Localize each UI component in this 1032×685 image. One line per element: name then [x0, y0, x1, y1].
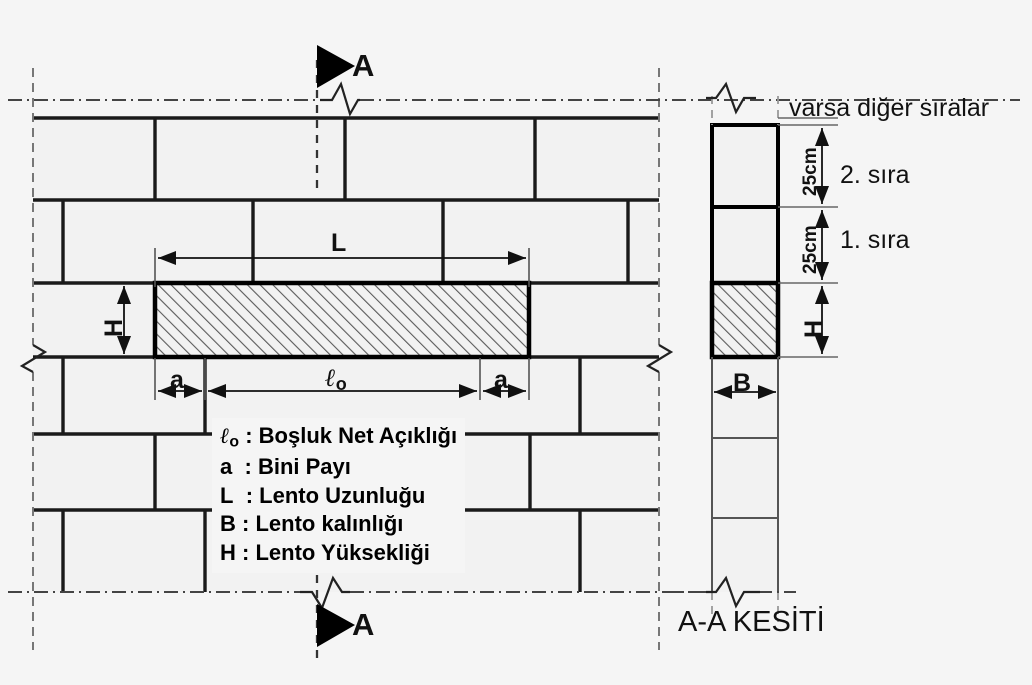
legend-text: Lento kalınlığı [255, 511, 404, 537]
legend-text: Boşluk Net Açıklığı [258, 423, 458, 448]
legend-item: ℓo : Boşluk Net Açıklığı [220, 422, 457, 453]
legend-text: Bini Payı [257, 454, 351, 480]
dimension-row2-height-label: 25cm [800, 147, 821, 196]
legend-text: Lento Yüksekliği [255, 539, 430, 565]
wall-break-lines [32, 68, 660, 650]
legend-text: Lento Uzunluğu [259, 482, 426, 508]
row1-label: 1. sıra [840, 226, 910, 254]
section-arrow-top [317, 45, 355, 88]
dimension-B-label: B [733, 369, 752, 397]
elevation-wall [33, 116, 659, 592]
dimension-a-lo-a [154, 358, 530, 400]
legend-symbol: H [220, 539, 236, 565]
legend-item: L : Lento Uzunluğu [220, 482, 457, 511]
legend-symbol: ℓ [220, 423, 230, 448]
legend-symbol-sub: o [229, 433, 240, 451]
legend-symbol: L [220, 482, 234, 508]
legend-symbol: B [220, 511, 236, 537]
legend-box: ℓo : Boşluk Net Açıklığı a : Bini Payı L… [212, 418, 466, 574]
legend-item: a : Bini Payı [220, 453, 457, 482]
legend-separator: : [242, 539, 250, 565]
section-title: A-A KESİTİ [678, 606, 825, 638]
dimension-L [154, 248, 530, 287]
dimension-row1-height-label: 25cm [800, 225, 821, 274]
section-marker-bottom-label: A [352, 607, 375, 642]
dimension-a-right-label: a [494, 366, 508, 394]
legend-separator: : [245, 423, 253, 448]
dimension-lo-subscript: o [335, 373, 347, 394]
legend-separator: : [245, 482, 254, 508]
dimension-lo-label: ℓo [325, 364, 347, 395]
dimension-a-left-label: a [170, 366, 184, 394]
top-break-line [8, 81, 1020, 117]
dimension-section-rows [778, 124, 838, 358]
legend-item: H : Lento Yüksekliği [220, 539, 457, 568]
legend-symbol: a [220, 454, 233, 480]
lintel-elevation [152, 280, 532, 360]
legend-separator: : [242, 511, 250, 537]
bottom-break-line [8, 575, 700, 611]
dimension-B [711, 358, 779, 400]
dimension-H-elevation-label: H [100, 318, 128, 337]
legend-item: B : Lento kalınlığı [220, 510, 457, 539]
legend-separator: : [244, 454, 252, 480]
section-marker-top-label: A [352, 48, 375, 83]
dimension-L-label: L [331, 229, 347, 257]
section-bottom-break [672, 575, 800, 609]
dimension-H-section-label: H [800, 319, 828, 338]
section-column [709, 96, 781, 622]
note-other-rows: varsa diğer sıralar [789, 94, 990, 122]
row2-label: 2. sıra [840, 161, 910, 189]
section-arrow-bottom [317, 604, 355, 647]
dimension-lo-symbol: ℓ [325, 365, 336, 392]
